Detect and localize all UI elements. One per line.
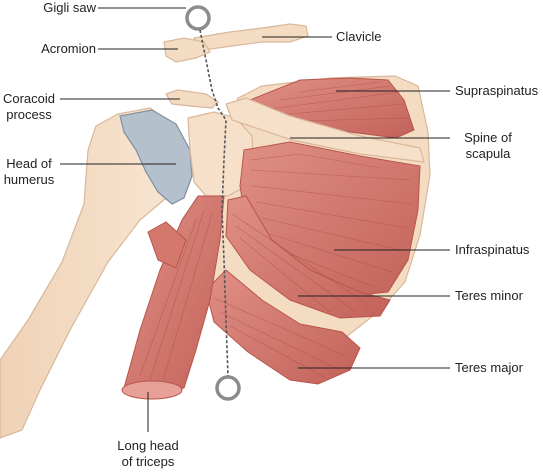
label-head-of-humerus: Head of humerus	[3, 156, 55, 187]
clavicle-bone	[192, 23, 309, 51]
label-clavicle: Clavicle	[336, 29, 382, 44]
triceps-cut-end	[121, 380, 183, 400]
spine-of-scapula-ridge	[225, 97, 425, 163]
label-gigli-saw: Gigli saw	[43, 0, 96, 15]
humeral-head-cartilage	[119, 109, 193, 205]
supraspinatus-fibers	[261, 81, 409, 123]
teres-minor-fibers	[231, 213, 371, 313]
gigli-saw-lower-ring	[215, 375, 241, 401]
gigli-saw-wire	[199, 29, 229, 377]
label-infraspinatus: Infraspinatus	[455, 242, 530, 257]
label-teres-major: Teres major	[455, 360, 523, 375]
triceps-tendon-side	[147, 221, 187, 269]
label-coracoid-process: Coracoid process	[2, 91, 56, 122]
label-teres-minor: Teres minor	[455, 288, 523, 303]
infraspinatus-fibers	[249, 153, 413, 287]
label-acromion: Acromion	[41, 41, 96, 56]
label-long-head-of-triceps: Long head of triceps	[117, 438, 179, 469]
gigli-saw	[185, 5, 241, 401]
teres-minor-muscle	[225, 195, 391, 319]
teres-major-muscle	[205, 269, 361, 385]
teres-major-fibers	[213, 297, 347, 379]
leader-lines	[60, 7, 450, 432]
coracoid-process-bone	[165, 89, 219, 109]
label-supraspinatus: Supraspinatus	[455, 83, 539, 98]
label-spine-of-scapula: Spine of scapula	[464, 130, 512, 161]
gigli-saw-upper-ring	[185, 5, 211, 31]
long-head-of-triceps-muscle	[123, 195, 225, 393]
acromion-bone	[163, 37, 211, 63]
triceps-fibers	[139, 209, 213, 385]
